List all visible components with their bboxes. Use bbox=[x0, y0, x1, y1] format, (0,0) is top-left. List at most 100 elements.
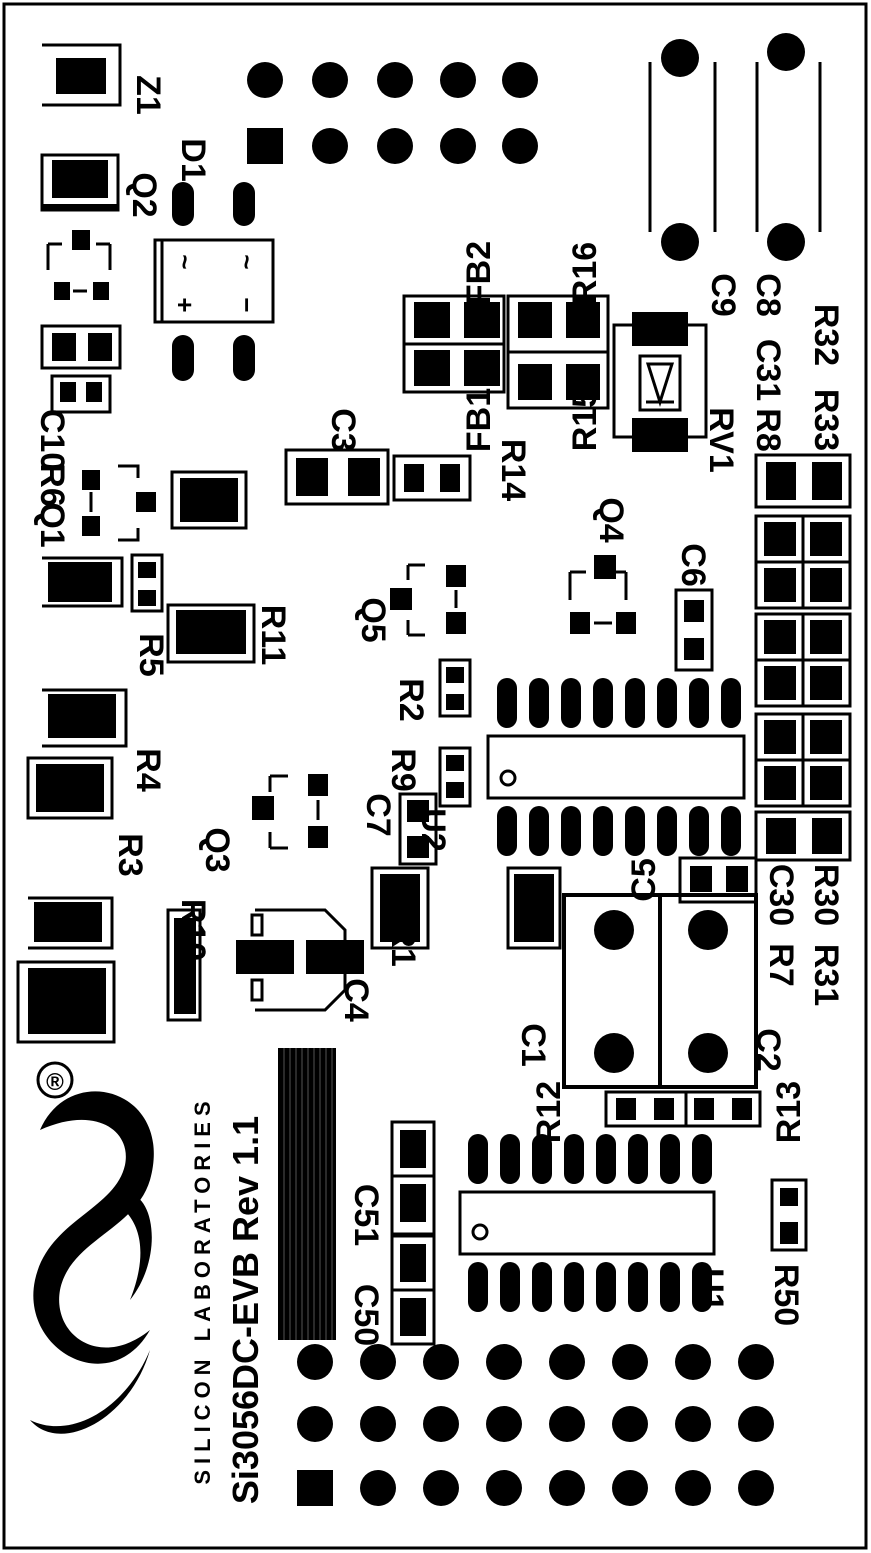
label-r8: R8 bbox=[749, 408, 787, 451]
label-c6: C6 bbox=[674, 543, 712, 586]
label-r12: R12 bbox=[530, 1081, 568, 1143]
board-title: Si3056DC-EVB Rev 1.1 bbox=[225, 1116, 266, 1504]
bridge-ac2: ~ bbox=[232, 254, 262, 269]
resistor-r11 bbox=[166, 603, 256, 664]
resistor-r5-pads bbox=[130, 553, 164, 613]
label-r10: R10 bbox=[174, 899, 212, 961]
label-q4: Q4 bbox=[592, 497, 630, 542]
label-c31: C31 bbox=[749, 339, 787, 401]
transistor-q4 bbox=[568, 555, 636, 634]
label-c1: C1 bbox=[514, 1023, 552, 1066]
ic-u2 bbox=[486, 678, 746, 856]
capacitor-c5 bbox=[678, 856, 758, 904]
bridge-minus: − bbox=[232, 297, 262, 312]
label-r9: R9 bbox=[384, 748, 422, 791]
bridge-rectifier bbox=[153, 238, 275, 324]
company-name: SILICON LABORATORIES bbox=[190, 1095, 215, 1484]
label-r7: R7 bbox=[762, 943, 800, 986]
resistor-r12-r13 bbox=[604, 1090, 762, 1128]
label-c50: C50 bbox=[347, 1284, 385, 1346]
smd-pads-r9 bbox=[438, 746, 472, 808]
transistor-q5 bbox=[390, 563, 466, 637]
label-fb2: FB2 bbox=[460, 241, 498, 305]
resistor-r10-left bbox=[16, 896, 116, 1044]
label-r5: R5 bbox=[132, 633, 170, 676]
label-c4: C4 bbox=[337, 978, 375, 1022]
resistor-r3 bbox=[26, 756, 114, 820]
label-r1: R1 bbox=[384, 923, 422, 966]
bridge-symbols: ~ ~ + − bbox=[170, 254, 262, 312]
company-logo bbox=[30, 1091, 154, 1434]
label-q3: Q3 bbox=[198, 827, 236, 872]
label-r6: R6 bbox=[33, 463, 71, 506]
ic-u1 bbox=[458, 1134, 716, 1312]
label-c7: C7 bbox=[359, 793, 397, 836]
ferrite-resistor-block bbox=[402, 294, 610, 410]
bottom-header bbox=[297, 1344, 774, 1506]
right-pad-array bbox=[754, 453, 852, 862]
label-r3: R3 bbox=[111, 833, 149, 876]
transistor-q3 bbox=[252, 774, 328, 850]
label-c51: C51 bbox=[347, 1184, 385, 1246]
resistor-r50 bbox=[770, 1178, 808, 1252]
label-c2: C2 bbox=[749, 1028, 787, 1071]
registered-mark: ® bbox=[36, 1061, 74, 1099]
resistor-large-1 bbox=[170, 470, 248, 530]
label-r50: R50 bbox=[767, 1264, 805, 1326]
transistor-q1 bbox=[82, 464, 156, 542]
label-r31: R31 bbox=[807, 944, 845, 1006]
resistor-r1 bbox=[370, 866, 430, 950]
label-c3: C3 bbox=[324, 408, 362, 451]
transistor-q2 bbox=[40, 153, 120, 212]
zener-z1 bbox=[42, 43, 122, 107]
label-r30: R30 bbox=[807, 864, 845, 926]
label-z1: Z1 bbox=[129, 75, 167, 115]
label-rv1: RV1 bbox=[702, 407, 740, 473]
capacitor-c6 bbox=[674, 588, 714, 672]
smd-pads-c7 bbox=[398, 792, 438, 866]
top-header bbox=[247, 62, 538, 164]
label-c10: C10 bbox=[33, 409, 71, 471]
label-c5: C5 bbox=[625, 858, 663, 901]
label-fb1: FB1 bbox=[460, 388, 498, 452]
label-r16: R16 bbox=[566, 242, 604, 304]
label-r2: R2 bbox=[392, 678, 430, 721]
varistor-rv1 bbox=[612, 312, 708, 452]
label-r11: R11 bbox=[254, 605, 292, 666]
label-c8: C8 bbox=[749, 273, 787, 316]
label-r4: R4 bbox=[129, 748, 167, 792]
capacitor-c3 bbox=[284, 448, 472, 506]
smd-pads-r2 bbox=[438, 658, 472, 718]
label-r15: R15 bbox=[566, 389, 604, 451]
registered-symbol: ® bbox=[46, 1069, 64, 1096]
label-u2: U2 bbox=[414, 808, 452, 851]
diode-pads bbox=[172, 182, 255, 381]
label-c30: C30 bbox=[762, 864, 800, 926]
label-r33: R33 bbox=[807, 389, 845, 451]
capacitor-c10-pads bbox=[40, 324, 122, 414]
label-q2: Q2 bbox=[125, 172, 163, 217]
component-labels: Z1 D1 Q2 C10 R6 Q1 R5 R11 R4 R3 Q3 R10 C… bbox=[33, 75, 845, 1346]
bridge-plus: + bbox=[170, 297, 200, 312]
resistor-r10 bbox=[166, 908, 202, 1022]
bridge-ac1: ~ bbox=[170, 254, 200, 269]
capacitor-c51-c50 bbox=[390, 1120, 436, 1346]
label-r32: R32 bbox=[807, 304, 845, 366]
capacitor-c1-c2 bbox=[562, 893, 758, 1089]
package-near-c1 bbox=[506, 866, 562, 950]
label-u1: U1 bbox=[692, 1268, 730, 1311]
label-r13: R13 bbox=[770, 1081, 808, 1143]
label-c9: C9 bbox=[704, 273, 742, 316]
package-q1-left bbox=[42, 556, 124, 608]
label-q1: Q1 bbox=[33, 502, 71, 547]
sot23-near-q2 bbox=[46, 230, 112, 300]
resistor-r4 bbox=[42, 688, 128, 748]
capacitor-c9-c8 bbox=[648, 33, 822, 261]
hatched-block bbox=[278, 1048, 336, 1340]
label-r14: R14 bbox=[494, 439, 532, 501]
capacitor-c4 bbox=[236, 908, 364, 1012]
label-q5: Q5 bbox=[354, 597, 392, 642]
label-d1: D1 bbox=[174, 138, 212, 181]
